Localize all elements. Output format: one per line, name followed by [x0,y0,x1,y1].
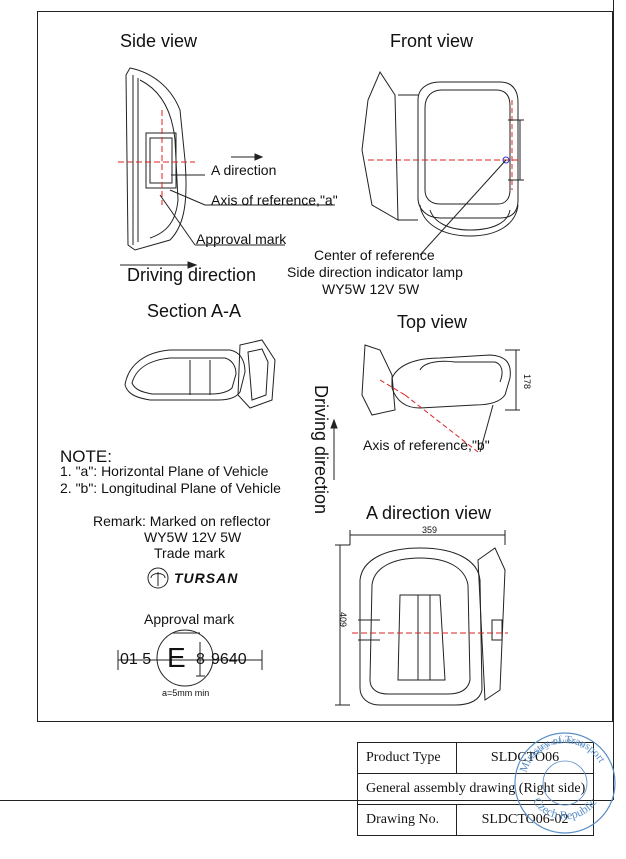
product-type-label: Product Type [357,742,457,774]
drawing-no-value: SLDCTO06-02 [455,804,595,836]
approval-letter: E [167,642,186,673]
a-direction-view-mirror [335,530,506,706]
approval-mark-symbol [117,629,263,687]
a-direction-label: A direction [211,162,277,178]
page-border-bottom [0,800,613,801]
driving-direction-label: Driving direction [127,265,257,285]
stamp-bottom-text: Czech Republic [530,795,599,823]
a-direction-view-title: A direction view [366,503,492,523]
remark-line-1: Remark: Marked on reflector [93,513,271,529]
top-view-title: Top view [397,312,468,332]
drawing-no-label: Drawing No. [357,804,457,836]
center-of-reference-point [502,156,510,164]
approval-stamp: Ministry of Transport Approval Authority… [514,732,616,834]
drawing-frame [37,11,613,722]
axis-a-label: Axis of reference,"a" [211,192,338,208]
top-view-mirror [361,344,520,416]
note-line-1: 1. "a": Horizontal Plane of Vehicle [60,463,269,479]
svg-text:Czech Republic: Czech Republic [530,795,599,823]
side-lamp-label: Side direction indicator lamp [287,264,463,280]
axis-b-label: Axis of reference,"b" [363,437,490,453]
section-aa-drawing [124,339,276,409]
remark-line-3: Trade mark [154,545,226,561]
height-dimension: 409 [338,612,348,628]
general-assembly-label: General assembly drawing (Right side) [356,773,595,805]
width-dimension: 359 [422,525,438,535]
side-view-title: Side view [120,31,198,51]
top-view-dimension: 178 [522,374,532,390]
tursan-brand: TURSAN [174,570,239,586]
section-aa-title: Section A-A [147,301,242,321]
note-title: NOTE: [60,447,112,466]
front-view-mirror [361,70,524,237]
remark-line-2: WY5W 12V 5W [144,529,242,545]
front-view-title: Front view [390,31,474,51]
page-border-right [613,0,614,800]
side-view-mirror [125,67,187,251]
approval-footnote: a=5mm min [162,688,210,698]
approval-prefix: 01 5 [120,651,152,668]
approval-mark-label: Approval mark [196,231,287,247]
approval-mark-title: Approval mark [144,611,235,627]
approval-number: 8 [196,651,205,668]
center-of-reference-label: Center of reference [314,247,435,263]
lamp-spec-label: WY5W 12V 5W [322,281,420,297]
tursan-logo-mark [147,567,169,589]
driving-direction-vertical-label: Driving direction [311,385,331,515]
title-block: Product Type SLDCTO06 General assembly d… [356,742,595,836]
approval-code: 9640 [211,651,247,668]
note-line-2: 2. "b": Longitudinal Plane of Vehicle [60,480,281,496]
